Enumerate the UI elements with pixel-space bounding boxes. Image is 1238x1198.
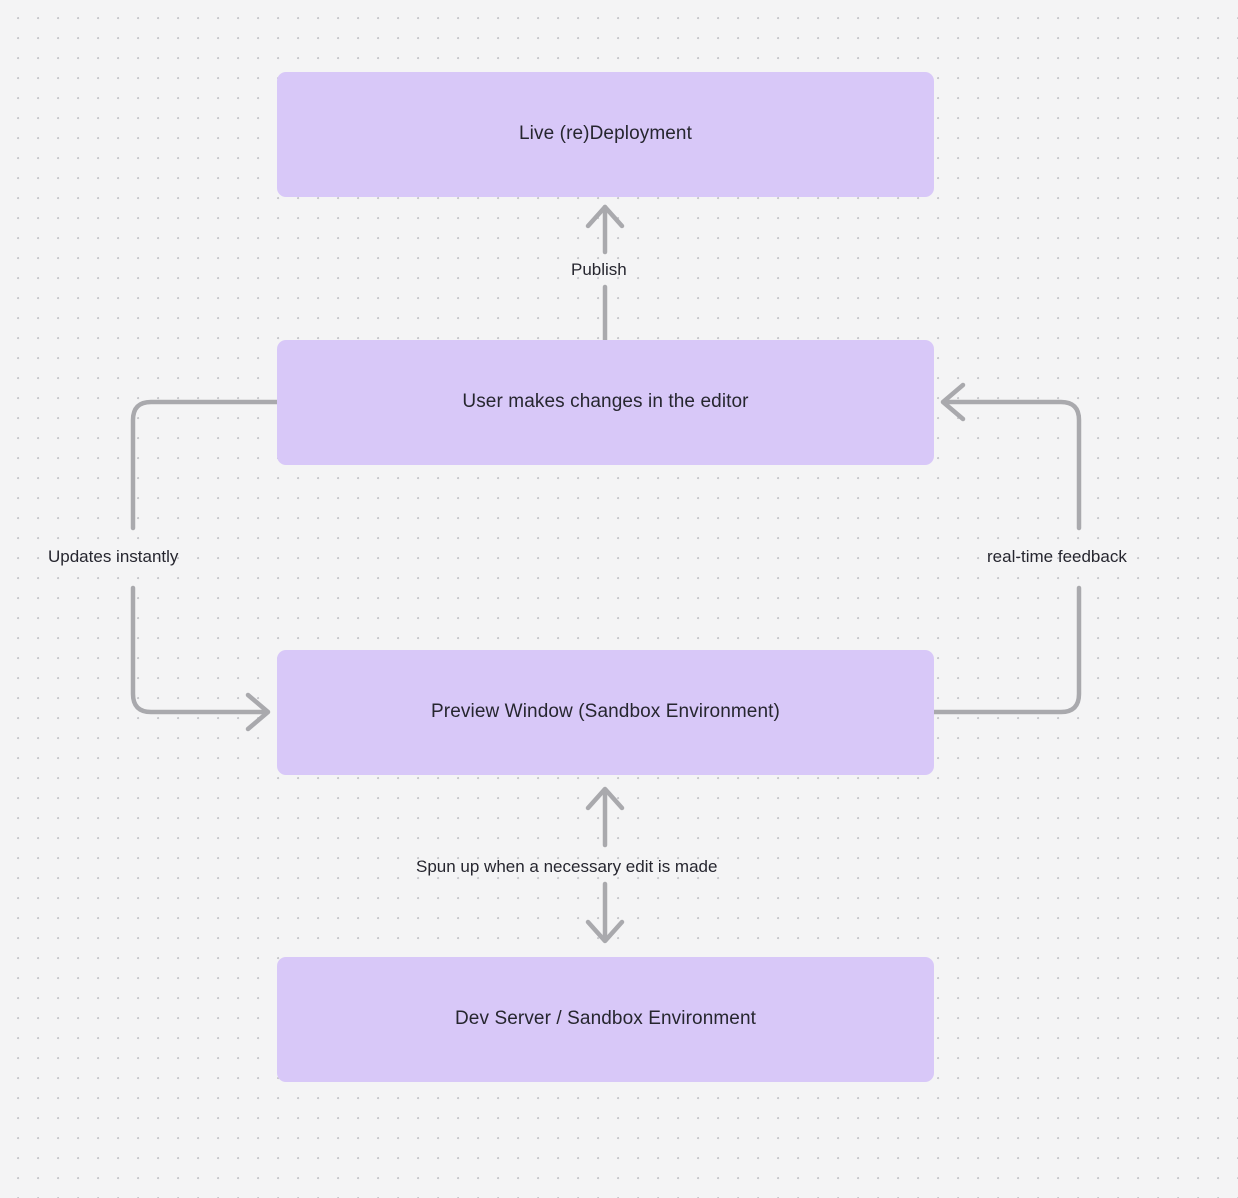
edge-label-spun-up: Spun up when a necessary edit is made [416,857,718,876]
node-live-redeployment[interactable]: Live (re)Deployment [277,72,934,197]
node-live-redeployment-label: Live (re)Deployment [519,123,692,145]
edge-label-updates-instantly: Updates instantly [48,547,179,566]
edge-realtime-arrowhead-left [940,382,966,422]
edge-updates-arrowhead-right [245,692,271,732]
edge-spunup-arrowhead-down [585,919,625,944]
edge-label-publish: Publish [571,260,627,279]
edge-spunup-arrowhead-up [585,786,625,811]
node-user-makes-changes[interactable]: User makes changes in the editor [277,340,934,465]
edge-label-real-time-feedback: real-time feedback [987,547,1127,566]
edge-updates-upper-segment [130,399,280,531]
node-dev-server-label: Dev Server / Sandbox Environment [454,1008,756,1030]
node-preview-window[interactable]: Preview Window (Sandbox Environment) [277,650,934,775]
node-dev-server[interactable]: Dev Server / Sandbox Environment [277,957,934,1082]
edge-updates-lower-segment [130,585,268,715]
node-user-makes-changes-label: User makes changes in the editor [462,391,749,413]
edge-realtime-lower-segment [931,585,1082,715]
node-preview-window-label: Preview Window (Sandbox Environment) [431,701,780,723]
edge-publish-arrowhead-up [585,204,625,229]
edge-realtime-upper-segment [943,399,1082,531]
